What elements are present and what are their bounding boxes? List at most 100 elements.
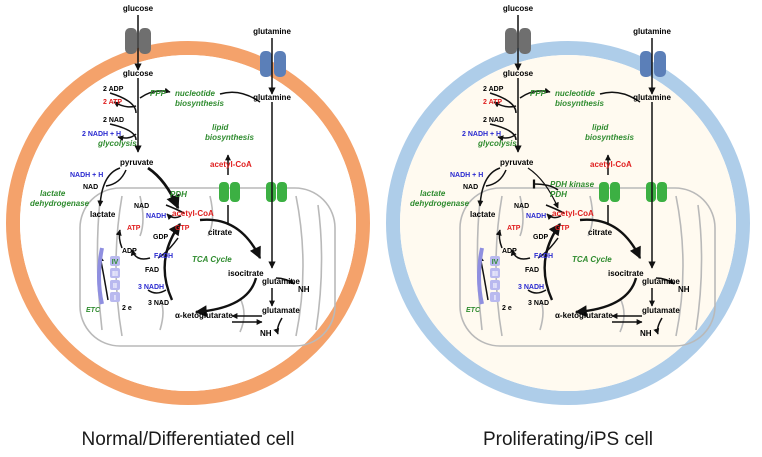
- pathway-arrows: [477, 15, 675, 335]
- glutamate-label: glutamate: [642, 306, 680, 315]
- lipid-label: lipid: [212, 123, 230, 132]
- nad-mito-label: NAD: [514, 203, 529, 210]
- atp2-label: 2 ATP: [483, 99, 502, 106]
- glucose-cyto-label: glucose: [123, 69, 154, 78]
- lactate-dh-label: lactate: [420, 189, 446, 198]
- two-electrons-label: 2 e: [502, 305, 512, 312]
- complex-iv: IV: [110, 256, 120, 266]
- fadh2-label: FADH: [534, 253, 553, 260]
- atp-label: ATP: [507, 225, 521, 232]
- adp-label: ADP: [502, 248, 517, 255]
- glutamine-cyto-label: glutamine: [633, 93, 671, 102]
- complex-i-label: I: [114, 295, 116, 302]
- pdh-arrow: [147, 166, 180, 210]
- etc-label: ETC: [86, 307, 101, 314]
- two-electrons-label: 2 e: [122, 305, 132, 312]
- pdh-kinase-inhibition: [532, 179, 559, 191]
- nh4-label-1: NH: [678, 285, 690, 294]
- nadh-mito-label: NADH: [146, 213, 166, 220]
- nad-plus-label: NAD: [83, 184, 98, 191]
- lactate-label: lactate: [90, 210, 116, 219]
- nh4-label-2: NH: [260, 329, 272, 338]
- atp2-label: 2 ATP: [103, 99, 122, 106]
- complex-iv-label: IV: [492, 259, 499, 266]
- nad3-label: 3 NAD: [148, 300, 169, 307]
- gdp-label: GDP: [153, 234, 169, 241]
- nadh2-label: 2 NADH + H: [462, 131, 501, 138]
- gtp-label: GTP: [175, 225, 190, 232]
- acetyl-coa-mito-label: acetyl-CoA: [552, 209, 594, 218]
- pyruvate-label: pyruvate: [500, 158, 534, 167]
- alpha-ketoglutarate-label: α-ketoglutarate: [175, 311, 233, 320]
- complex-iii-label: III: [492, 271, 498, 278]
- glucose-outside-label: glucose: [123, 4, 154, 13]
- cell-membrane: [386, 41, 750, 405]
- glycolysis-label: glycolysis: [477, 139, 517, 148]
- panel-proliferating-cell: IV III II I glucose glutamine glucose gl…: [386, 4, 750, 450]
- glutamine-outside-label: glutamine: [253, 27, 291, 36]
- lactate-dh-label: lactate: [40, 189, 66, 198]
- labels: glucose glutamine glucose glutamine 2 AD…: [410, 4, 690, 338]
- nucleotide-label: nucleotide: [175, 89, 216, 98]
- nadh-mito-label: NADH: [526, 213, 546, 220]
- panel-normal-cell: IV III II I glucose glutamine glucose gl…: [6, 4, 370, 450]
- labels: glucose glutamine glucose glutamine 2 AD…: [30, 4, 310, 338]
- nadh3-label: 3 NADH: [138, 284, 164, 291]
- complex-i: I: [490, 292, 500, 302]
- adp-label: ADP: [122, 248, 137, 255]
- acetyl-coa-cyto-label: acetyl-CoA: [210, 160, 252, 169]
- glucose-outside-label: glucose: [503, 4, 534, 13]
- tca-cycle-label: TCA Cycle: [192, 255, 232, 264]
- electron-transport-chain: IV III II I: [97, 247, 120, 305]
- glutamine-mito-label: glutamine: [642, 277, 680, 286]
- glutamine-outside-label: glutamine: [633, 27, 671, 36]
- complex-iv: IV: [490, 256, 500, 266]
- fad-label: FAD: [145, 267, 159, 274]
- lactate-label: lactate: [470, 210, 496, 219]
- complex-ii: II: [110, 280, 120, 290]
- nadh-h-label: NADH + H: [70, 172, 103, 179]
- complex-ii-label: II: [113, 283, 117, 290]
- citrate-label: citrate: [208, 228, 233, 237]
- nadh3-label: 3 NADH: [518, 284, 544, 291]
- mito-pyruvate-carrier: [219, 182, 240, 202]
- mitochondrion: [459, 187, 716, 347]
- atp-label: ATP: [127, 225, 141, 232]
- lactate-dh-label-2: dehydrogenase: [30, 199, 90, 208]
- mito-glutamine-carrier: [646, 182, 667, 202]
- citrate-label: citrate: [588, 228, 613, 237]
- ppp-label: PPP: [150, 89, 167, 98]
- glucose-transporter: [125, 28, 151, 54]
- complex-iii: III: [490, 268, 500, 278]
- panel-caption: Proliferating/iPS cell: [483, 429, 653, 450]
- mitochondrion: [79, 187, 336, 347]
- glucose-transporter: [505, 28, 531, 54]
- alpha-ketoglutarate-label: α-ketoglutarate: [555, 311, 613, 320]
- complex-ii-label: II: [493, 283, 497, 290]
- gtp-label: GTP: [555, 225, 570, 232]
- complex-iii-label: III: [112, 271, 118, 278]
- electron-transport-chain: IV III II I: [477, 247, 500, 305]
- nucleotide-label: nucleotide: [555, 89, 596, 98]
- pyruvate-label: pyruvate: [120, 158, 154, 167]
- pdh-label: PDH: [170, 190, 187, 199]
- mito-pyruvate-carrier: [599, 182, 620, 202]
- lipid-biosynthesis-label: biosynthesis: [205, 133, 254, 142]
- glutamine-transporter: [640, 51, 666, 77]
- tca-cycle-label: TCA Cycle: [572, 255, 612, 264]
- complex-iii: III: [110, 268, 120, 278]
- cell-membrane: [6, 41, 370, 405]
- complex-i: I: [110, 292, 120, 302]
- lipid-label: lipid: [592, 123, 610, 132]
- isocitrate-label: isocitrate: [608, 269, 644, 278]
- complex-iv-label: IV: [112, 259, 119, 266]
- glutamine-transporter: [260, 51, 286, 77]
- nh4-label-2: NH: [640, 329, 652, 338]
- adp2-label: 2 ADP: [483, 86, 504, 93]
- lipid-biosynthesis-label: biosynthesis: [585, 133, 634, 142]
- glutamine-cyto-label: glutamine: [253, 93, 291, 102]
- complex-i-label: I: [494, 295, 496, 302]
- nadh2-label: 2 NADH + H: [82, 131, 121, 138]
- glycolysis-label: glycolysis: [97, 139, 137, 148]
